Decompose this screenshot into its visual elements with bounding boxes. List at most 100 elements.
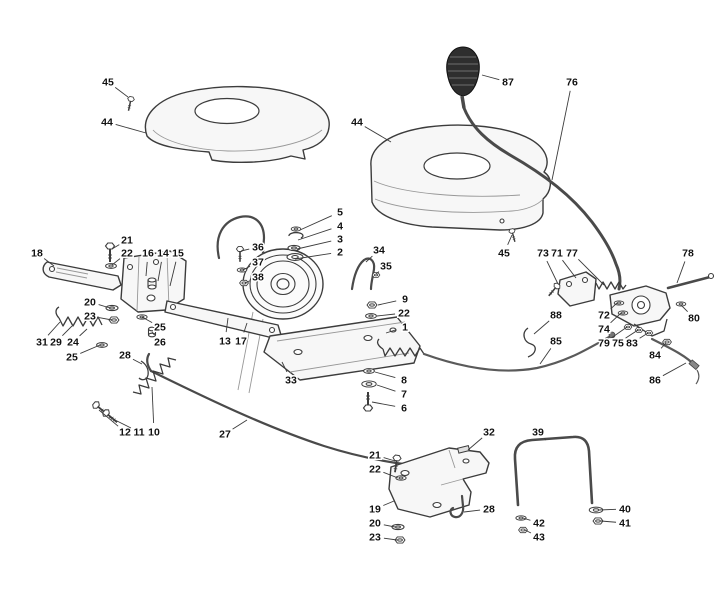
- leader-line-33-32: [281, 361, 288, 373]
- leader-line-84-51: [660, 342, 667, 349]
- leader-line-78-44: [676, 261, 686, 284]
- part-label-1-35: 1: [402, 322, 408, 334]
- part-label-44-1: 44: [101, 117, 113, 129]
- leader-line-14-18: [157, 261, 162, 282]
- part-label-26-27: 26: [154, 337, 166, 349]
- leader-line-4-7: [297, 228, 332, 241]
- leader-line-25-28: [80, 344, 101, 354]
- u-bracket-39: [513, 435, 604, 525]
- leader-line-85-40: [539, 348, 552, 365]
- part-label-13-30: 13: [219, 336, 231, 348]
- leader-line-74-46: [610, 312, 622, 324]
- clutch-lever-assembly: [545, 271, 715, 346]
- leader-line-31-23: [47, 321, 61, 336]
- part-label-35-11: 35: [380, 261, 392, 273]
- part-label-38-14: 38: [252, 272, 264, 284]
- leader-line-6-38: [371, 401, 396, 407]
- leader-line-73-41: [546, 260, 559, 285]
- part-label-19-61: 19: [369, 504, 381, 516]
- part-label-21-15: 21: [121, 235, 133, 247]
- part-label-78-44: 78: [682, 248, 694, 260]
- part-label-29-24: 29: [50, 337, 62, 349]
- belt-cover-right: [370, 124, 551, 231]
- engagement-lever-rod: [462, 106, 622, 291]
- part-label-34-10: 34: [373, 245, 385, 257]
- part-label-23-22: 23: [84, 311, 96, 323]
- leader-line-44-4: [364, 126, 392, 143]
- leader-line-12-53: [98, 409, 119, 427]
- part-label-4-7: 4: [337, 221, 343, 233]
- part-label-44-4: 44: [351, 117, 363, 129]
- part-label-5-6: 5: [337, 207, 343, 219]
- part-label-14-18: 14: [157, 248, 169, 260]
- leader-line-23-22: [98, 317, 113, 321]
- leader-line-3-8: [296, 240, 332, 250]
- leader-line-45-0: [114, 87, 129, 98]
- part-label-18-20: 18: [31, 248, 43, 260]
- leader-line-17-31: [243, 322, 248, 333]
- part-label-22-34: 22: [398, 308, 410, 320]
- engagement-plate-1: [263, 301, 421, 412]
- part-label-71-42: 71: [551, 248, 563, 260]
- leader-line-44-1: [115, 124, 147, 134]
- leader-line-32-57: [467, 437, 483, 451]
- leader-line-20-21: [98, 304, 111, 309]
- part-label-23-63: 23: [369, 532, 381, 544]
- leader-line-19-61: [383, 500, 395, 506]
- part-label-10-55: 10: [148, 427, 160, 439]
- leader-line-88-39: [533, 320, 550, 335]
- part-label-40-67: 40: [619, 504, 631, 516]
- part-label-74-46: 74: [598, 324, 610, 336]
- part-label-41-68: 41: [619, 518, 631, 530]
- spacer-rod-36-38: [216, 215, 266, 287]
- belt-guide-wire: [350, 257, 381, 291]
- part-label-28-64: 28: [483, 504, 495, 516]
- leader-line-2-9: [294, 252, 332, 260]
- part-label-20-62: 20: [369, 518, 381, 530]
- part-label-75-48: 75: [612, 338, 624, 350]
- leader-line-37-13: [242, 265, 251, 271]
- leader-line-10-55: [151, 386, 155, 424]
- part-label-25-26: 25: [154, 322, 166, 334]
- leader-line-77-43: [578, 259, 605, 286]
- part-label-22-60: 22: [369, 464, 381, 476]
- tension-spring-left: [55, 306, 157, 381]
- leader-line-42-65: [522, 517, 531, 521]
- leader-line-36-12: [240, 248, 250, 252]
- part-label-27-56: 27: [219, 429, 231, 441]
- leader-line-7-37: [376, 384, 396, 392]
- part-label-33-32: 33: [285, 375, 297, 387]
- mount-bracket-left: [104, 242, 187, 324]
- part-label-22-16: 22: [121, 248, 133, 260]
- leader-line-21-59: [383, 457, 396, 462]
- leader-line-76-3: [551, 90, 571, 181]
- leader-line-18-20: [43, 258, 55, 267]
- part-label-16-17: 16: [142, 248, 154, 260]
- leader-line-5-6: [299, 215, 332, 231]
- leader-line-43-66: [524, 529, 532, 534]
- part-label-17-31: 17: [235, 336, 247, 348]
- part-label-79-47: 79: [598, 338, 610, 350]
- leader-line-1-35: [385, 329, 397, 334]
- part-label-76-3: 76: [566, 77, 578, 89]
- part-label-2-9: 2: [337, 247, 343, 259]
- leader-line-45-5: [507, 234, 513, 245]
- part-label-87-2: 87: [502, 77, 514, 89]
- part-label-73-41: 73: [537, 248, 549, 260]
- leader-line-24-25: [79, 328, 88, 337]
- part-label-31-23: 31: [36, 337, 48, 349]
- leader-line-83-49: [639, 332, 649, 339]
- part-label-15-19: 15: [172, 248, 184, 260]
- leader-line-28-64: [463, 509, 481, 513]
- part-label-32-57: 32: [483, 427, 495, 439]
- leader-line-39-58: [544, 438, 547, 441]
- part-label-77-43: 77: [566, 248, 578, 260]
- gear-knob: [446, 46, 480, 109]
- leader-line-72-45: [610, 302, 618, 310]
- part-label-85-40: 85: [550, 336, 562, 348]
- leader-line-22-34: [376, 313, 396, 317]
- leader-line-22-60: [383, 471, 399, 479]
